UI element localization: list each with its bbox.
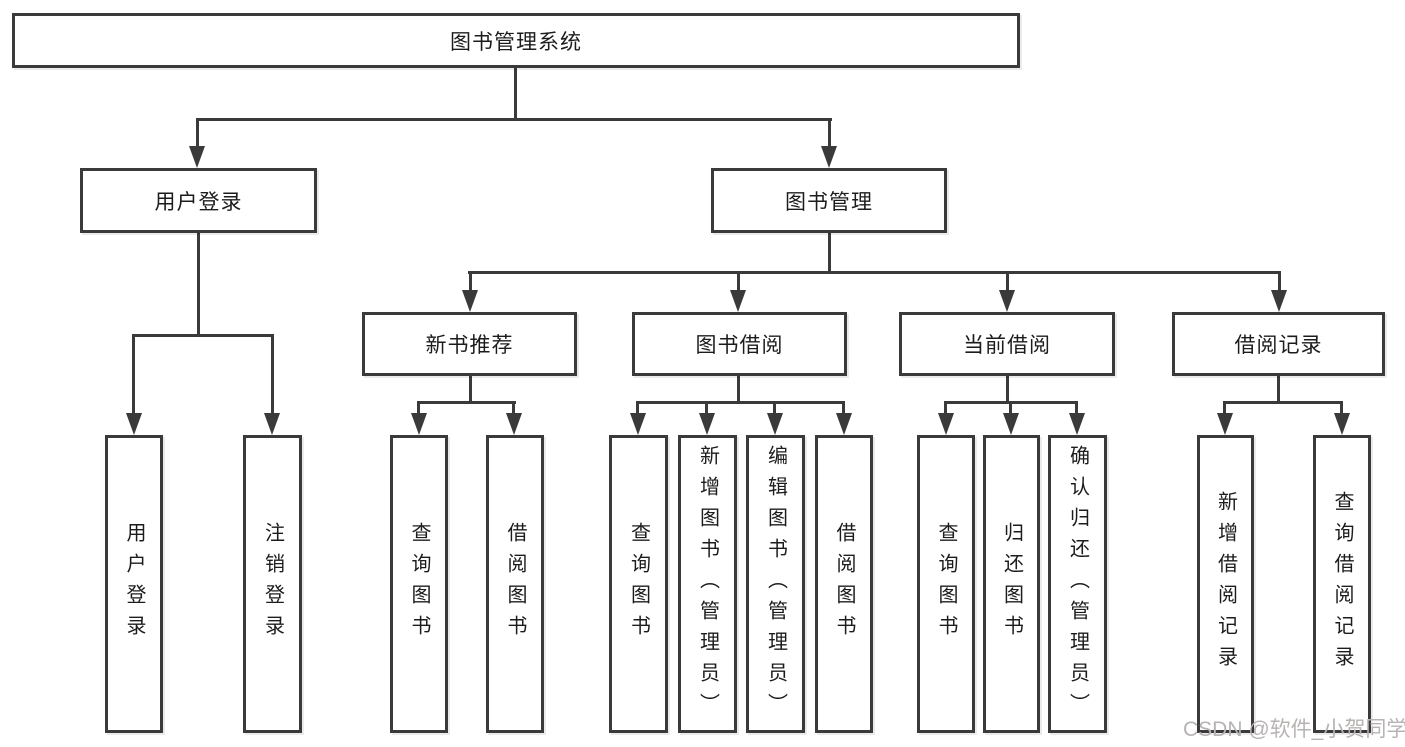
leaf-bb-edit-label: 编辑图书（管理员） (764, 444, 787, 724)
arrow-down-icon (821, 146, 837, 168)
leaf-nb-borrow: 借阅图书 (486, 435, 544, 733)
arrow-down-icon (1217, 413, 1233, 435)
arrow-down-icon (264, 413, 280, 435)
leaf-bb-query-label: 查询图书 (627, 522, 650, 646)
leaf-nb-query: 查询图书 (390, 435, 448, 733)
leaf-logout: 注销登录 (243, 435, 302, 733)
node-new-books-label: 新书推荐 (425, 334, 514, 357)
node-book-mgmt: 图书管理 (711, 168, 947, 233)
leaf-cb-confirm-label: 确认归还（管理员） (1066, 444, 1089, 724)
node-root-label: 图书管理系统 (450, 30, 582, 54)
arrow-down-icon (1003, 413, 1019, 435)
node-book-borrow: 图书借阅 (632, 312, 847, 376)
connector-stem (132, 334, 135, 415)
connector-stem (636, 401, 639, 415)
connector-stem (828, 118, 831, 150)
leaf-user-login-label: 用户登录 (123, 522, 145, 646)
arrow-down-icon (836, 413, 852, 435)
leaf-br-add-label: 新增借阅记录 (1214, 491, 1237, 677)
connector-userlogin-rail (133, 334, 274, 337)
leaf-cb-return-label: 归还图书 (1000, 522, 1023, 646)
leaf-br-add: 新增借阅记录 (1197, 435, 1254, 733)
connector-stem (1278, 271, 1281, 292)
connector-bookmgmt-drop (828, 233, 831, 274)
node-current-borrow-label: 当前借阅 (963, 334, 1051, 357)
connector-stem (1223, 401, 1226, 415)
node-current-borrow: 当前借阅 (899, 312, 1115, 376)
connector-currentborrow-drop (1006, 376, 1009, 404)
connector-stem (737, 271, 740, 292)
connector-stem (196, 118, 199, 150)
node-user-login: 用户登录 (80, 168, 317, 233)
connector-level2-rail (196, 118, 832, 121)
connector-level3-rail (468, 271, 1281, 274)
connector-stem (705, 401, 708, 415)
arrow-down-icon (462, 290, 478, 312)
arrow-down-icon (189, 146, 205, 168)
node-borrow-records-label: 借阅记录 (1234, 334, 1323, 357)
connector-stem (512, 401, 515, 415)
arrow-down-icon (1271, 290, 1287, 312)
node-book-borrow-label: 图书借阅 (695, 334, 784, 357)
connector-stem (1340, 401, 1343, 415)
connector-bookborrow-rail (637, 401, 845, 404)
arrow-down-icon (699, 413, 715, 435)
arrow-down-icon (1334, 413, 1350, 435)
leaf-br-query-label: 查询借阅记录 (1331, 491, 1353, 677)
connector-stem (469, 271, 472, 292)
leaf-nb-query-label: 查询图书 (408, 522, 430, 646)
connector-stem (1075, 401, 1078, 415)
leaf-cb-query-label: 查询图书 (935, 522, 957, 646)
connector-stem (944, 401, 947, 415)
arrow-down-icon (126, 413, 142, 435)
arrow-down-icon (630, 413, 646, 435)
leaf-bb-add: 新增图书（管理员） (678, 435, 737, 733)
connector-bookborrow-drop (737, 376, 740, 404)
arrow-down-icon (506, 413, 522, 435)
arrow-down-icon (938, 413, 954, 435)
node-book-mgmt-label: 图书管理 (785, 190, 873, 214)
leaf-user-login: 用户登录 (105, 435, 163, 733)
connector-stem (1006, 271, 1009, 292)
csdn-watermark: CSDN @软件_小贺同学 (1183, 718, 1405, 741)
connector-userlogin-drop (197, 233, 200, 337)
connector-stem (417, 401, 420, 415)
node-new-books: 新书推荐 (362, 312, 577, 376)
leaf-bb-edit: 编辑图书（管理员） (746, 435, 805, 733)
connector-newbooks-drop (469, 376, 472, 404)
connector-stem (271, 334, 274, 415)
leaf-bb-borrow-label: 借阅图书 (833, 522, 855, 646)
leaf-bb-query: 查询图书 (609, 435, 668, 733)
leaf-cb-query: 查询图书 (917, 435, 975, 733)
arrow-down-icon (1069, 413, 1085, 435)
arrow-down-icon (767, 413, 783, 435)
node-root: 图书管理系统 (12, 13, 1020, 68)
leaf-br-query: 查询借阅记录 (1313, 435, 1371, 733)
connector-records-rail (1223, 401, 1343, 404)
arrow-down-icon (730, 290, 746, 312)
leaf-bb-add-label: 新增图书（管理员） (696, 444, 719, 724)
connector-root-drop (514, 68, 517, 120)
node-user-login-label: 用户登录 (154, 190, 243, 214)
node-borrow-records: 借阅记录 (1172, 312, 1385, 376)
leaf-cb-return: 归还图书 (983, 435, 1040, 733)
leaf-logout-label: 注销登录 (261, 522, 284, 646)
connector-stem (842, 401, 845, 415)
leaf-bb-borrow: 借阅图书 (815, 435, 873, 733)
connector-stem (773, 401, 776, 415)
arrow-down-icon (999, 290, 1015, 312)
leaf-cb-confirm: 确认归还（管理员） (1048, 435, 1107, 733)
connector-records-drop (1277, 376, 1280, 404)
connector-newbooks-rail (418, 401, 516, 404)
arrow-down-icon (411, 413, 427, 435)
leaf-nb-borrow-label: 借阅图书 (504, 522, 526, 646)
connector-stem (1009, 401, 1012, 415)
